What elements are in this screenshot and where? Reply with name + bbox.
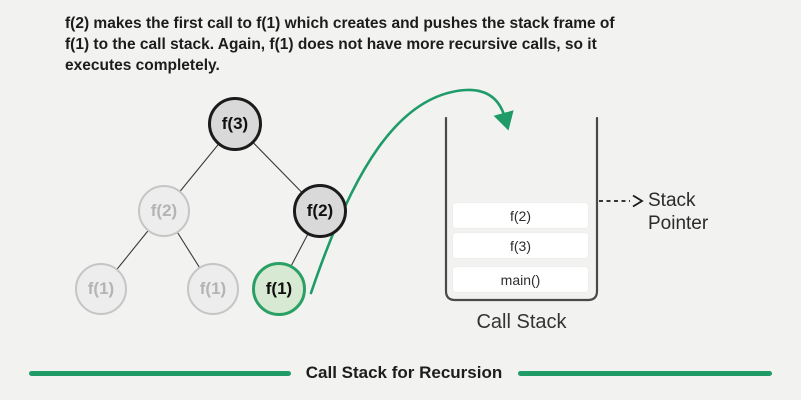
intro-line: executes completely. [65, 57, 220, 74]
stack-frame-label: main() [500, 271, 541, 288]
tree-node-label: f(1) [87, 279, 115, 298]
divider-line-right [518, 371, 772, 376]
stack-pointer-label: Stack Pointer [648, 190, 709, 234]
tree-node-f1-current: f(1) [252, 262, 306, 316]
intro-line: f(2) makes the first call to f(1) which … [65, 15, 615, 32]
recursion-push-arrow [309, 88, 514, 295]
tree-node-label: f(1) [199, 279, 227, 298]
stack-frame: f(2) [453, 203, 588, 228]
footer-title: Call Stack for Recursion [305, 363, 503, 382]
stack-frame: main() [453, 267, 588, 292]
tree-node-label: f(2) [306, 201, 334, 220]
tree-node-f1-middle: f(1) [187, 263, 239, 315]
chevron-right-icon [632, 194, 644, 208]
tree-node-label: f(1) [265, 279, 293, 298]
divider-line-left [29, 371, 291, 376]
stack-frame: f(3) [453, 233, 588, 258]
tree-node-label: f(2) [150, 201, 178, 220]
intro-text: f(2) makes the first call to f(1) which … [65, 13, 745, 76]
tree-node-f3: f(3) [208, 97, 262, 151]
tree-node-f1-left: f(1) [75, 263, 127, 315]
stack-frame-label: f(2) [510, 207, 531, 224]
call-stack-container-outline [444, 116, 599, 302]
tree-node-f2-left: f(2) [138, 185, 190, 237]
tree-node-label: f(3) [221, 114, 249, 133]
call-stack-label: Call Stack [476, 311, 567, 333]
tree-node-f2-right: f(2) [293, 184, 347, 238]
stack-frame-label: f(3) [510, 237, 531, 254]
intro-line: f(1) to the call stack. Again, f(1) does… [65, 36, 597, 53]
